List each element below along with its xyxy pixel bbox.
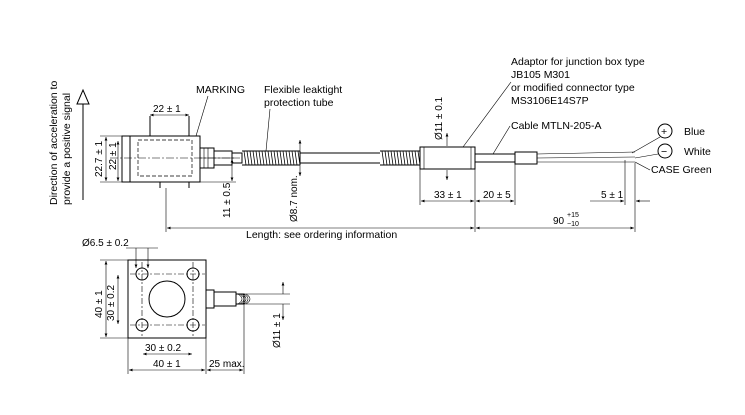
dim-base-h-inner-text: 30 ± 0.2 [106, 284, 117, 321]
accel-arrow-icon [76, 88, 90, 200]
accel-text-line2: provide a positive signal [61, 93, 73, 205]
dim-adaptor-len-text: 33 ± 1 [434, 190, 462, 201]
dim-length: Length: see ordering information [165, 188, 474, 241]
dim-stub: 25 max. [207, 304, 245, 374]
dim-adaptor-dia-text: Ø11 ± 0.1 [434, 96, 445, 140]
dim-adaptor-len: 33 ± 1 [419, 169, 476, 232]
tube-label-line1: Flexible leaktight [264, 84, 342, 96]
dim-base-width: 30 ± 0.2 40 ± 1 [127, 338, 207, 374]
dim-base-w-outer-text: 40 ± 1 [153, 359, 181, 370]
dim-stub-dia-text: Ø11 ± 1 [272, 313, 283, 348]
dim-tube-dia-text: Ø8.7 nom. [289, 175, 300, 222]
dim-stub-text: 25 max. [209, 359, 245, 370]
marking-callout: MARKING [195, 84, 245, 137]
dim-cable-len-main: 90 [553, 216, 565, 227]
minus-icon [657, 143, 673, 159]
dim-top-width: 22 ± 1 [150, 104, 189, 117]
dim-base-h-outer-text: 40 ± 1 [94, 290, 105, 318]
minus-sign: − [661, 146, 667, 158]
dim-gap-text: 20 ± 5 [483, 190, 511, 201]
marking-label: MARKING [196, 84, 245, 96]
dim-tube-dia: Ø8.7 nom. [289, 140, 302, 222]
acceleration-direction: Direction of acceleration to provide a p… [48, 81, 90, 205]
dim-adaptor-dia: Ø11 ± 0.1 [434, 96, 449, 180]
dim-cable-len-sup: +15 [567, 212, 579, 219]
base-center-circle [148, 280, 186, 318]
dim-top-width-text: 22 ± 1 [153, 104, 181, 115]
flexible-tube [242, 150, 421, 166]
sensor-base-view [127, 259, 245, 339]
tube-leader [265, 108, 271, 152]
adaptor-label-line4: MS3106E14S7P [511, 95, 589, 107]
dim-strip: 5 ± 1 [590, 160, 650, 232]
dim-cable-len-sub: −10 [567, 221, 579, 228]
adaptor-callout: Adaptor for junction box type JB105 M301… [462, 56, 645, 148]
dim-hole-text: Ø6.5 ± 0.2 [82, 238, 129, 249]
plus-sign: + [661, 126, 667, 138]
stub-thread [237, 293, 251, 305]
adaptor-label-line3: or modified connector type [511, 82, 635, 94]
plus-icon [657, 123, 673, 139]
dim-hole: Ø6.5 ± 0.2 [82, 238, 158, 268]
wire-white-label: White [684, 146, 711, 158]
tube-label-line2: protection tube [264, 97, 334, 109]
wire-legend: + Blue − White CASE Green [631, 123, 712, 176]
cable-label: Cable MTLN-205-A [511, 120, 601, 132]
dim-cable-len: 90 +15 −10 [476, 212, 634, 230]
adaptor [419, 146, 636, 170]
dim-offset: 11 ± 0.5 [200, 157, 236, 218]
wire-case-label: CASE Green [651, 164, 712, 176]
adaptor-label-line2: JB105 M301 [511, 69, 570, 81]
dim-base-w-inner-text: 30 ± 0.2 [145, 343, 182, 354]
dim-strip-text: 5 ± 1 [601, 190, 624, 201]
wire-blue-label: Blue [684, 126, 705, 138]
dim-stub-dia: Ø11 ± 1 [244, 282, 290, 348]
dim-body-height: 22.7 ± 1 22 ± 1 [94, 135, 122, 183]
dim-base-height: 40 ± 1 30 ± 0.2 [94, 259, 128, 339]
dim-height-inner-text: 22 ± 1 [108, 142, 119, 170]
cable-callout: Cable MTLN-205-A [492, 120, 601, 155]
dim-gap: 20 ± 5 [476, 164, 516, 205]
dim-offset-text: 11 ± 0.5 [222, 182, 233, 218]
dim-length-text: Length: see ordering information [246, 229, 397, 241]
adaptor-label-line1: Adaptor for junction box type [511, 56, 645, 68]
dim-height-outer-text: 22.7 ± 1 [94, 140, 105, 177]
accel-text-line1: Direction of acceleration to [48, 81, 60, 205]
sensor-side-view [110, 116, 243, 188]
